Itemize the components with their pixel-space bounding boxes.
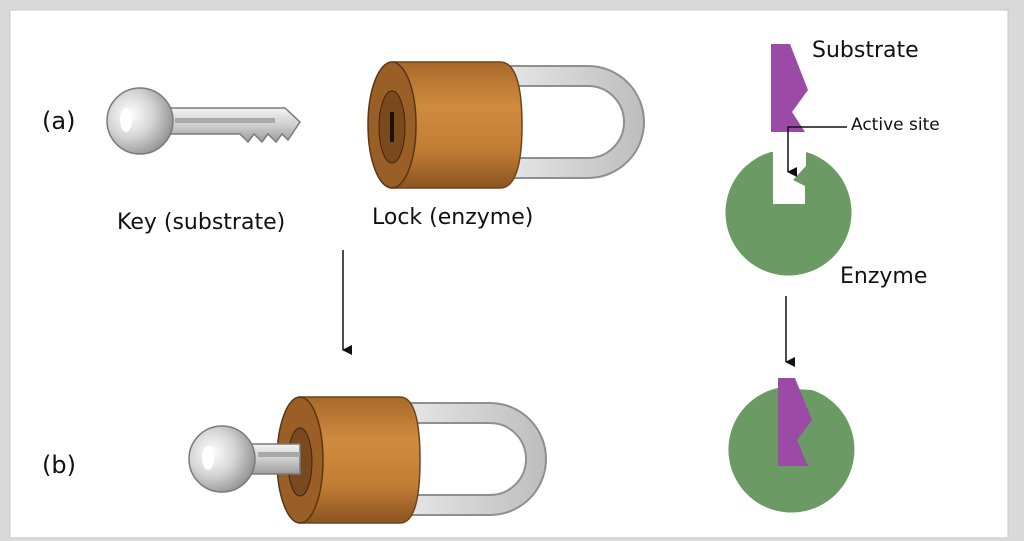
- enzyme-substrate-complex: [728, 378, 855, 513]
- enzyme-label: Enzyme: [840, 264, 928, 289]
- lock-icon: [367, 61, 645, 189]
- lock-label: Lock (enzyme): [372, 205, 534, 230]
- active-site-label: Active site: [851, 115, 940, 135]
- substrate-shape: [771, 44, 808, 132]
- substrate-label: Substrate: [812, 38, 919, 63]
- key-label: Key (substrate): [117, 210, 286, 235]
- enzyme-shape: [725, 152, 852, 276]
- key-icon: [106, 87, 301, 155]
- lock-with-key-icon: [188, 396, 547, 524]
- part-b-label: (b): [42, 451, 76, 479]
- part-a-label: (a): [42, 107, 76, 135]
- active-site-pointer: [787, 126, 847, 177]
